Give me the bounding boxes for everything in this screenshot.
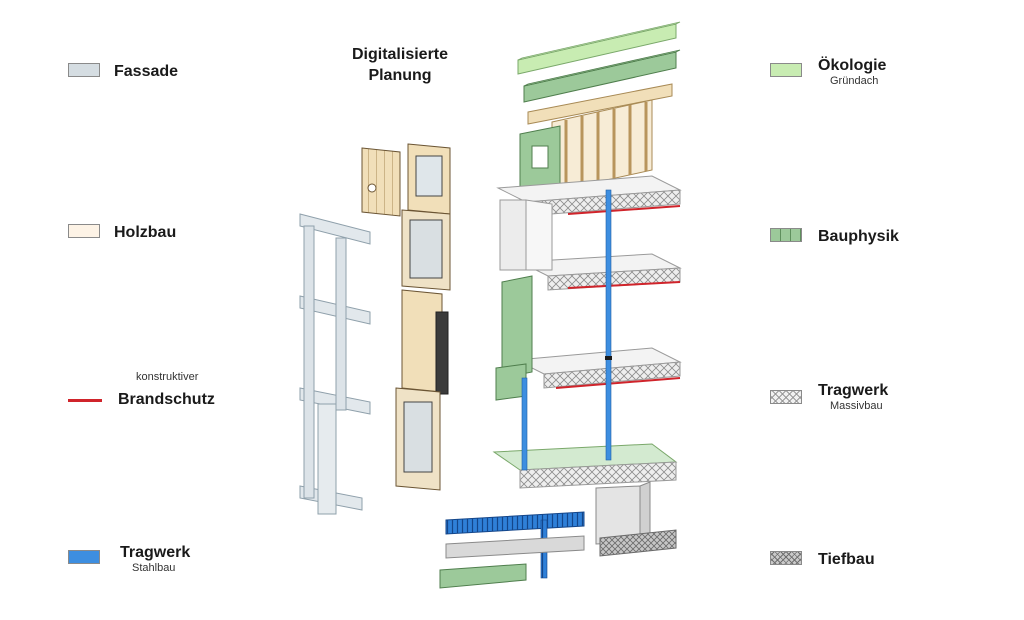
basement-wall [595,481,677,557]
legend-holzbau: Holzbau [68,224,176,242]
legend-sub: Gründach [830,75,879,87]
steel-column-right [605,189,612,461]
timber-roof-frame [527,83,673,125]
ground-slab [492,443,678,489]
legend-sub: Stahlbau [132,562,176,574]
legend-label: Brandschutz [118,391,215,408]
legend-label: Tragwerk [120,544,191,561]
legend-tragwerk-massivbau: Tragwerk Massivbau [770,382,888,413]
facade-window-3 [395,387,441,491]
massive-side-wall [499,199,553,271]
legend-fassade: Fassade [68,63,178,81]
green-facade-panel-mid [495,275,533,401]
facade-frame-structure [299,213,371,515]
legend-label: Tiefbau [818,551,875,568]
concrete-beam-foundation [445,535,585,559]
green-roof-layer [517,21,681,75]
floor-slab-3 [514,347,682,389]
roof-insulation-layer [523,49,681,103]
green-beam-foundation [439,563,527,589]
legend-tragwerk-stahlbau: Tragwerk Stahlbau [68,544,190,575]
title-line-1: Digitalisierte [351,46,449,63]
steel-column-left [521,377,528,471]
facade-window-2 [401,209,451,291]
timber-wall-frame [551,99,653,193]
bauphysik-swatch [770,228,802,242]
legend-label: Holzbau [114,224,177,241]
legend-label: Fassade [114,63,179,80]
holzbau-swatch [68,224,100,238]
legend-label: Tragwerk [818,382,889,399]
massivbau-swatch [770,390,802,404]
tiefbau-swatch [770,551,802,565]
legend-label: Bauphysik [818,228,899,245]
facade-panel-wood-1 [361,147,401,217]
diagram-title: Digitalisierte Planung [330,44,470,86]
legend-prefix: konstruktiver [136,371,199,383]
legend-oekologie: Ökologie Gründach [770,57,886,88]
oekologie-swatch [770,63,802,77]
legend-bauphysik: Bauphysik [770,228,899,246]
stahlbau-swatch [68,550,100,564]
legend-tiefbau: Tiefbau [770,551,875,569]
fassade-swatch [68,63,100,77]
legend-brandschutz: Brandschutz [68,391,215,409]
title-line-2: Planung [368,67,432,84]
facade-panel-wood-2 [401,289,449,395]
legend-sub: Massivbau [830,400,883,412]
brandschutz-line [68,399,102,402]
facade-window-1 [407,143,451,215]
floor-slab-2 [518,253,682,291]
legend-label: Ökologie [818,57,887,74]
